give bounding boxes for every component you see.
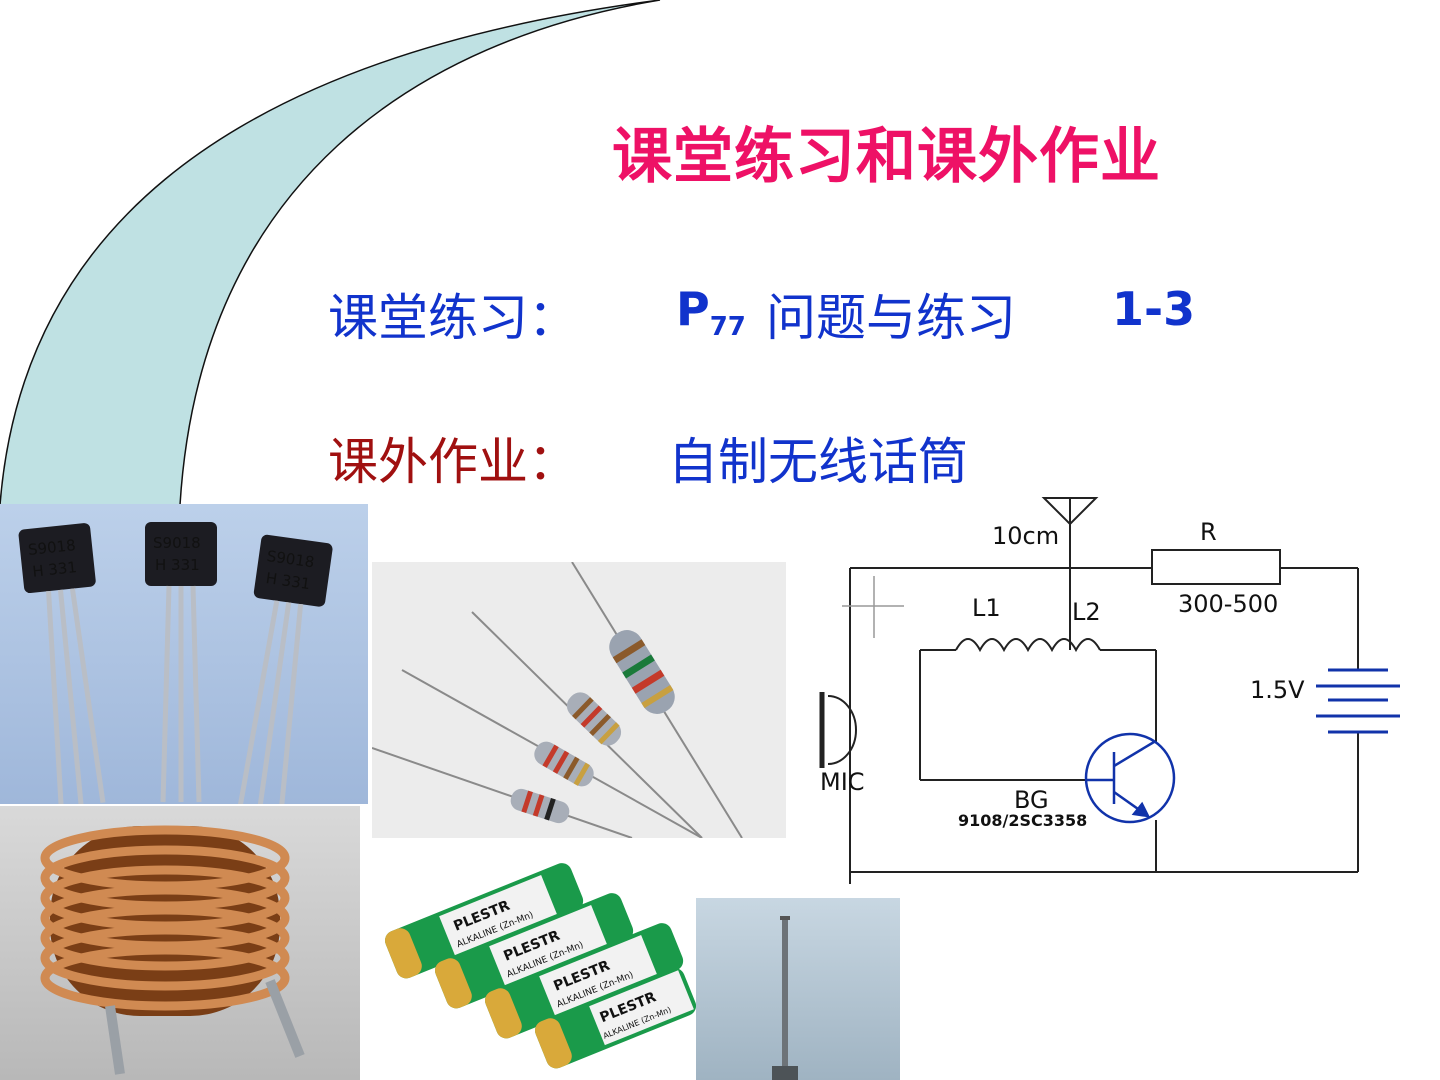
practice-page-letter: P	[676, 282, 710, 336]
coil1-label: L1	[972, 594, 1001, 622]
practice-range: 1-3	[1112, 282, 1196, 336]
transistor-3: S9018 H 331	[236, 534, 333, 804]
antenna-photo	[696, 898, 900, 1080]
transistor-label: BG	[1014, 786, 1049, 814]
homework-task: 自制无线话筒	[668, 433, 968, 491]
practice-page-number: 77	[709, 312, 746, 343]
transistor-1-mark-2: H 331	[31, 558, 77, 581]
mic-label: MIC	[820, 768, 865, 796]
slide-title: 课堂练习和课外作业	[612, 122, 1161, 192]
coil-photo	[0, 806, 360, 1080]
circuit-diagram: 10cm R 300-500 L1 L2 1.5V MIC BG 9108/2S…	[808, 484, 1440, 888]
practice-topic: 问题与练习	[766, 289, 1016, 347]
transistor-model: 9108/2SC3358	[958, 811, 1087, 830]
battery-photo: PLESTR ALKALINE (Zn-Mn) PLESTR ALKALINE …	[362, 840, 696, 1080]
homework-label: 课外作业：	[328, 433, 578, 491]
antenna-label: 10cm	[992, 522, 1059, 550]
transistor-2: S9018 H 331	[145, 522, 217, 803]
transistor-2-mark-1: S9018	[153, 534, 201, 552]
decorative-arc	[0, 0, 661, 506]
transistor-2-mark-2: H 331	[155, 556, 200, 574]
battery-label: 1.5V	[1250, 676, 1305, 704]
practice-page: P77	[676, 282, 746, 342]
transistor-1: S9018 H 331	[18, 523, 106, 804]
coil2-label: L2	[1072, 598, 1101, 626]
practice-label: 课堂练习：	[328, 289, 578, 347]
resistor-label: R	[1200, 518, 1217, 546]
transistor-1-mark-1: S9018	[27, 536, 76, 559]
resistor-value: 300-500	[1178, 590, 1278, 618]
resistor-photo	[372, 562, 786, 838]
transistor-photo: S9018 H 331 S9018 H 331 S9018 H 331	[0, 504, 368, 804]
